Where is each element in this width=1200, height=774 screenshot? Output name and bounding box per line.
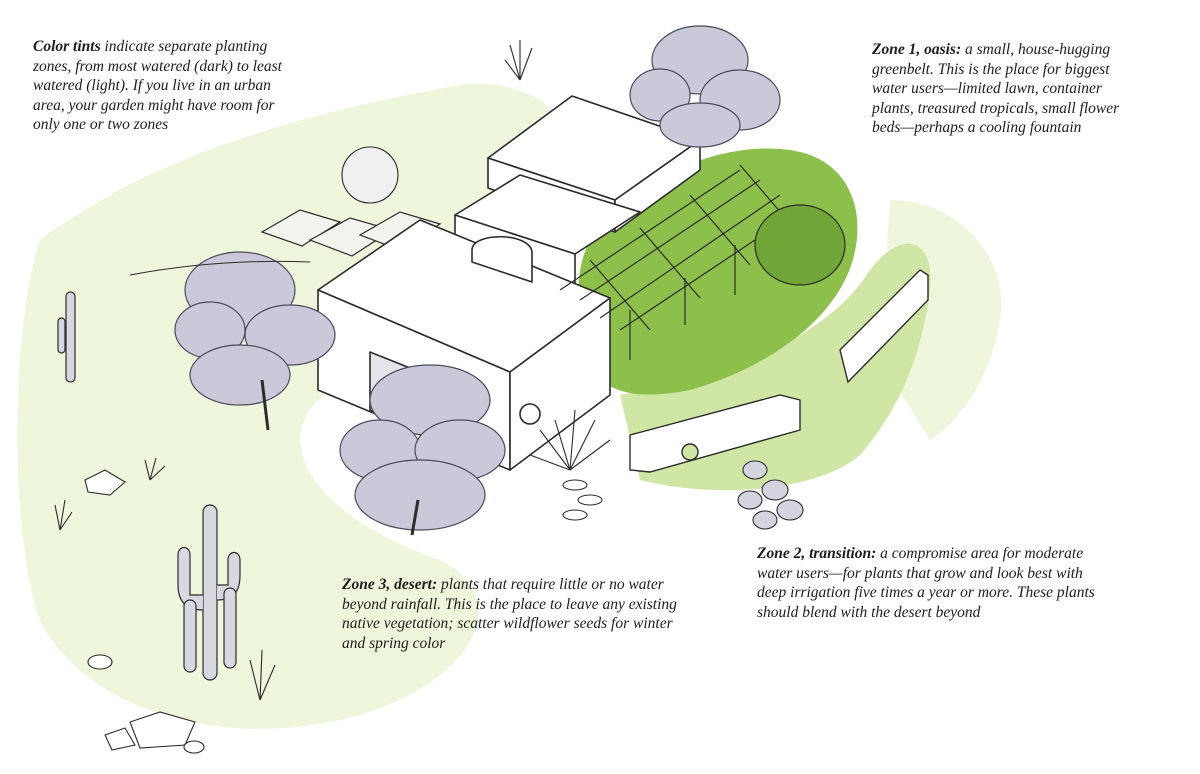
- caption-zone1-title: Zone 1, oasis:: [872, 41, 962, 58]
- garden-walls: [629, 269, 929, 473]
- caption-zone2-title: Zone 2, transition:: [757, 545, 877, 562]
- rocks: [84, 469, 205, 754]
- patio-trellis: [559, 164, 801, 360]
- caption-zone1-body: a small, house-hugging greenbelt. This i…: [872, 41, 1120, 136]
- trees: [174, 25, 846, 536]
- caption-zone2-body: a compromise area for moderate water use…: [757, 545, 1095, 621]
- tree-front: [339, 364, 506, 536]
- horizon-line: [129, 260, 311, 276]
- saguaro-small: [57, 291, 76, 383]
- caption-zone1-oasis: Zone 1, oasis: a small, house-hugging gr…: [872, 40, 1122, 138]
- saguaro-large: [177, 504, 241, 681]
- caption-color-tints-body: indicate separate planting zones, from m…: [33, 38, 282, 133]
- grass-tufts: [54, 40, 533, 701]
- caption-zone3-desert: Zone 3, desert: plants that require litt…: [342, 575, 692, 653]
- caption-color-tints-title: Color tints: [33, 38, 101, 55]
- barrel-shrub: [341, 146, 399, 204]
- cacti: [57, 291, 241, 681]
- tree-oasis: [754, 204, 846, 286]
- caption-zone2-transition: Zone 2, transition: a compromise area fo…: [757, 544, 1097, 622]
- prickly-pear: [737, 460, 804, 530]
- caption-zone3-body: plants that require little or no water b…: [342, 576, 677, 652]
- shrubs: [54, 40, 804, 701]
- tree-back: [629, 25, 781, 148]
- tree-left: [174, 251, 336, 431]
- agave-front: [529, 409, 611, 471]
- stepping-stones: [562, 479, 603, 521]
- caption-color-tints: Color tints indicate separate planting z…: [33, 37, 283, 135]
- caption-zone3-title: Zone 3, desert:: [342, 576, 438, 593]
